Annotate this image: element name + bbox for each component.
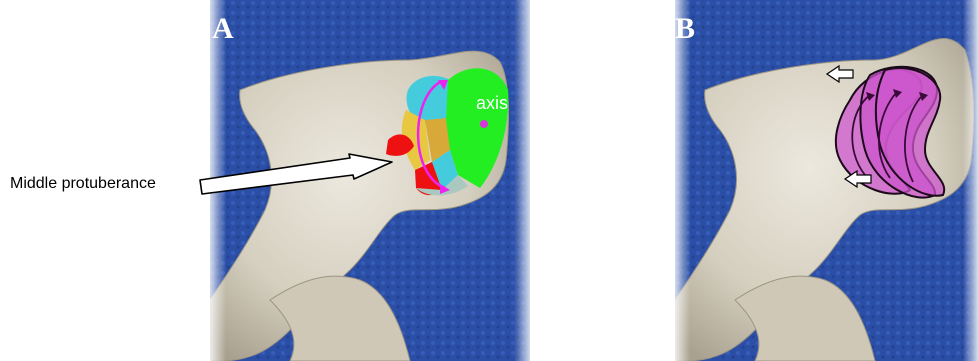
panel-a-photo: A axis [210, 0, 530, 361]
axis-label: axis [476, 94, 508, 112]
edge-fade [210, 0, 530, 361]
hip-bone-photo-b [675, 0, 978, 361]
panel-b-photo: B [675, 0, 978, 361]
edge-fade [675, 0, 978, 361]
hip-bone-photo-a [210, 0, 530, 361]
middle-protuberance-label: Middle protuberance [10, 176, 156, 192]
panel-b-letter: B [675, 14, 695, 44]
panel-a-letter: A [212, 14, 234, 44]
